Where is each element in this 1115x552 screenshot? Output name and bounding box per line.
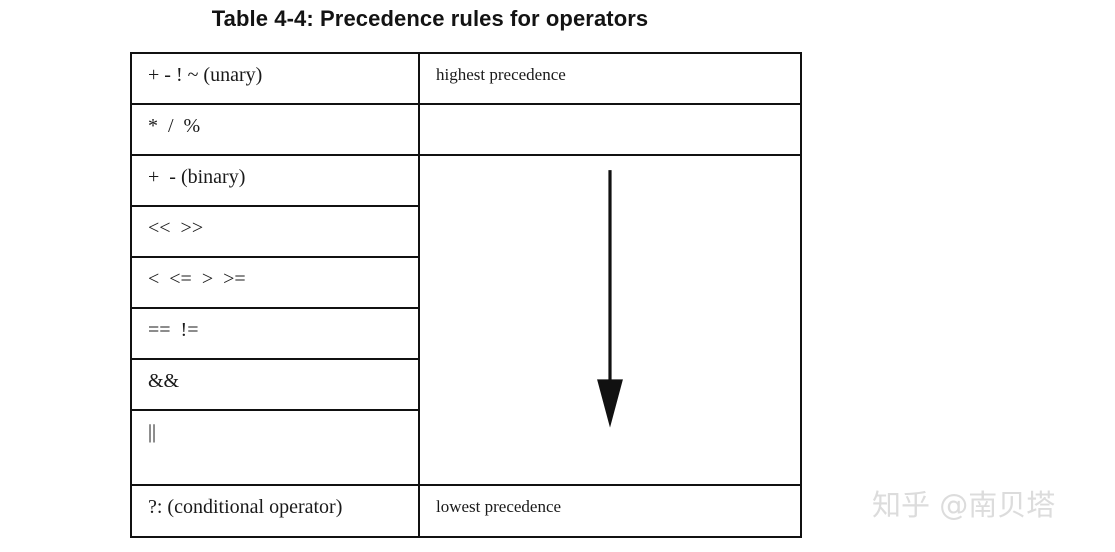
operator-text: &&: [148, 370, 180, 392]
operator-text: << >>: [148, 217, 204, 239]
operator-cell: ||: [130, 409, 420, 486]
arrow-cell: [418, 154, 802, 486]
operator-cell: < <= > >=: [130, 256, 420, 309]
table-row: + - (binary): [130, 154, 802, 486]
table-row: < <= > >=: [130, 256, 801, 309]
operator-text: * / %: [148, 115, 201, 137]
operator-text: ||: [148, 421, 157, 443]
table-row: * / %: [130, 103, 802, 156]
precedence-table: + - ! ~ (unary) highest precedence * / %…: [130, 52, 802, 538]
page-title: Table 4-4: Precedence rules for operator…: [211, 6, 649, 31]
note-cell: highest precedence: [418, 52, 802, 105]
table-row: ||: [130, 409, 801, 486]
operator-cell: ?: (conditional operator): [130, 484, 420, 538]
table-row: + - ! ~ (unary) highest precedence: [130, 52, 802, 105]
operator-cell: + - (binary): [130, 154, 420, 207]
operator-text: + - ! ~ (unary): [148, 64, 263, 86]
note-cell: lowest precedence: [418, 484, 802, 538]
note-cell: [418, 103, 802, 156]
table-row: == !=: [130, 307, 801, 360]
operator-text: == !=: [148, 319, 199, 341]
operator-cell: << >>: [130, 205, 420, 258]
operator-text: ?: (conditional operator): [148, 496, 343, 518]
note-text: lowest precedence: [436, 497, 562, 516]
operator-text: < <= > >=: [148, 268, 246, 290]
table-row: ?: (conditional operator) lowest precede…: [130, 484, 802, 538]
operator-cell: * / %: [130, 103, 420, 156]
watermark: 知乎 @南贝塔: [872, 488, 1056, 522]
table-row: &&: [130, 358, 801, 411]
note-text: highest precedence: [436, 65, 566, 84]
table-row: << >>: [130, 205, 801, 258]
operator-cell: &&: [130, 358, 420, 411]
operator-text: + - (binary): [148, 166, 246, 188]
operator-cell: == !=: [130, 307, 420, 360]
operator-cell: + - ! ~ (unary): [130, 52, 420, 105]
downward-precedence-arrow-icon: [597, 170, 623, 428]
